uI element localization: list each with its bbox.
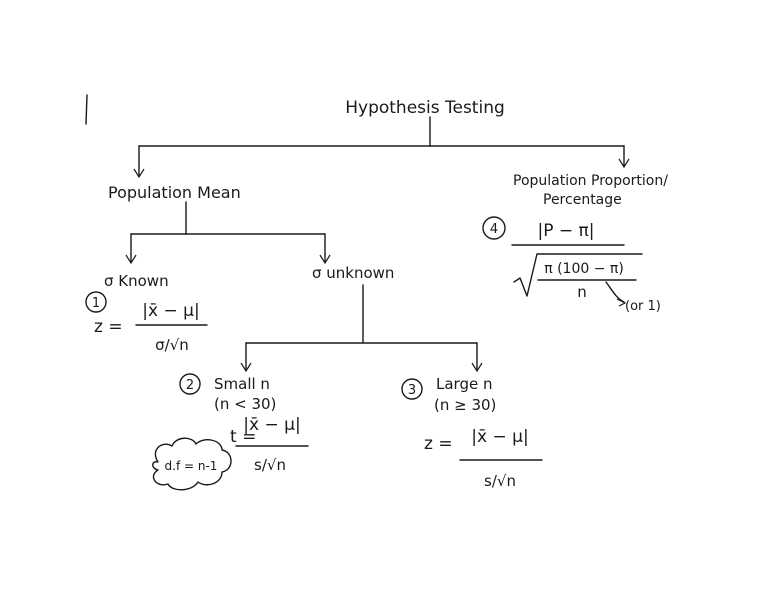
small-n-condition: (n < 30) [214, 395, 276, 413]
small-numerator: |x̄ − μ| [243, 415, 300, 435]
number-circle-icon [179, 373, 201, 395]
proportion-denominator-bottom: n [577, 283, 587, 301]
arrow-down-icon [319, 254, 331, 265]
known-denominator: σ/√n [155, 336, 189, 354]
large-n-label: Large n [436, 375, 492, 393]
large-n-condition: (n ≥ 30) [434, 396, 496, 414]
arrow-down-icon [471, 362, 483, 373]
cloud-note-icon [152, 437, 232, 491]
square-root-icon [513, 253, 643, 297]
arrow-icon [616, 298, 627, 307]
root-title: Hypothesis Testing [345, 98, 505, 118]
sigma-known-label: σ Known [104, 272, 169, 290]
proportion-numerator: |P − π| [538, 221, 595, 241]
number-circle-icon [401, 378, 423, 400]
small-denominator: s/√n [254, 456, 286, 474]
large-denominator: s/√n [484, 472, 516, 490]
proportion-title-line2: Percentage [543, 192, 622, 208]
population-mean-title: Population Mean [108, 183, 241, 202]
known-formula-prefix: z = [94, 317, 123, 337]
case-number-2: 2 [186, 378, 194, 393]
case-number-1: 1 [92, 296, 100, 311]
degrees-of-freedom-note: d.f = n-1 [165, 459, 218, 473]
proportion-note: (or 1) [625, 299, 661, 314]
case-number-3: 3 [408, 383, 416, 398]
arrow-down-icon [618, 158, 630, 169]
number-circle-icon [482, 216, 506, 240]
arrow-down-icon [240, 362, 252, 373]
proportion-denominator-top: π (100 − π) [544, 261, 624, 277]
large-numerator: |x̄ − μ| [471, 427, 528, 447]
sigma-unknown-label: σ unknown [312, 264, 394, 282]
arrow-down-icon [133, 168, 145, 179]
case-number-4: 4 [490, 222, 498, 237]
small-formula-prefix: t = [230, 427, 256, 447]
proportion-title-line1: Population Proportion/ [513, 173, 668, 189]
large-formula-prefix: z = [424, 434, 453, 454]
number-circle-icon [85, 291, 107, 313]
margin-mark [85, 94, 88, 125]
arrow-down-icon [125, 254, 137, 265]
small-n-label: Small n [214, 375, 270, 393]
note-pointer-line [605, 281, 625, 303]
known-numerator: |x̄ − μ| [142, 301, 199, 321]
